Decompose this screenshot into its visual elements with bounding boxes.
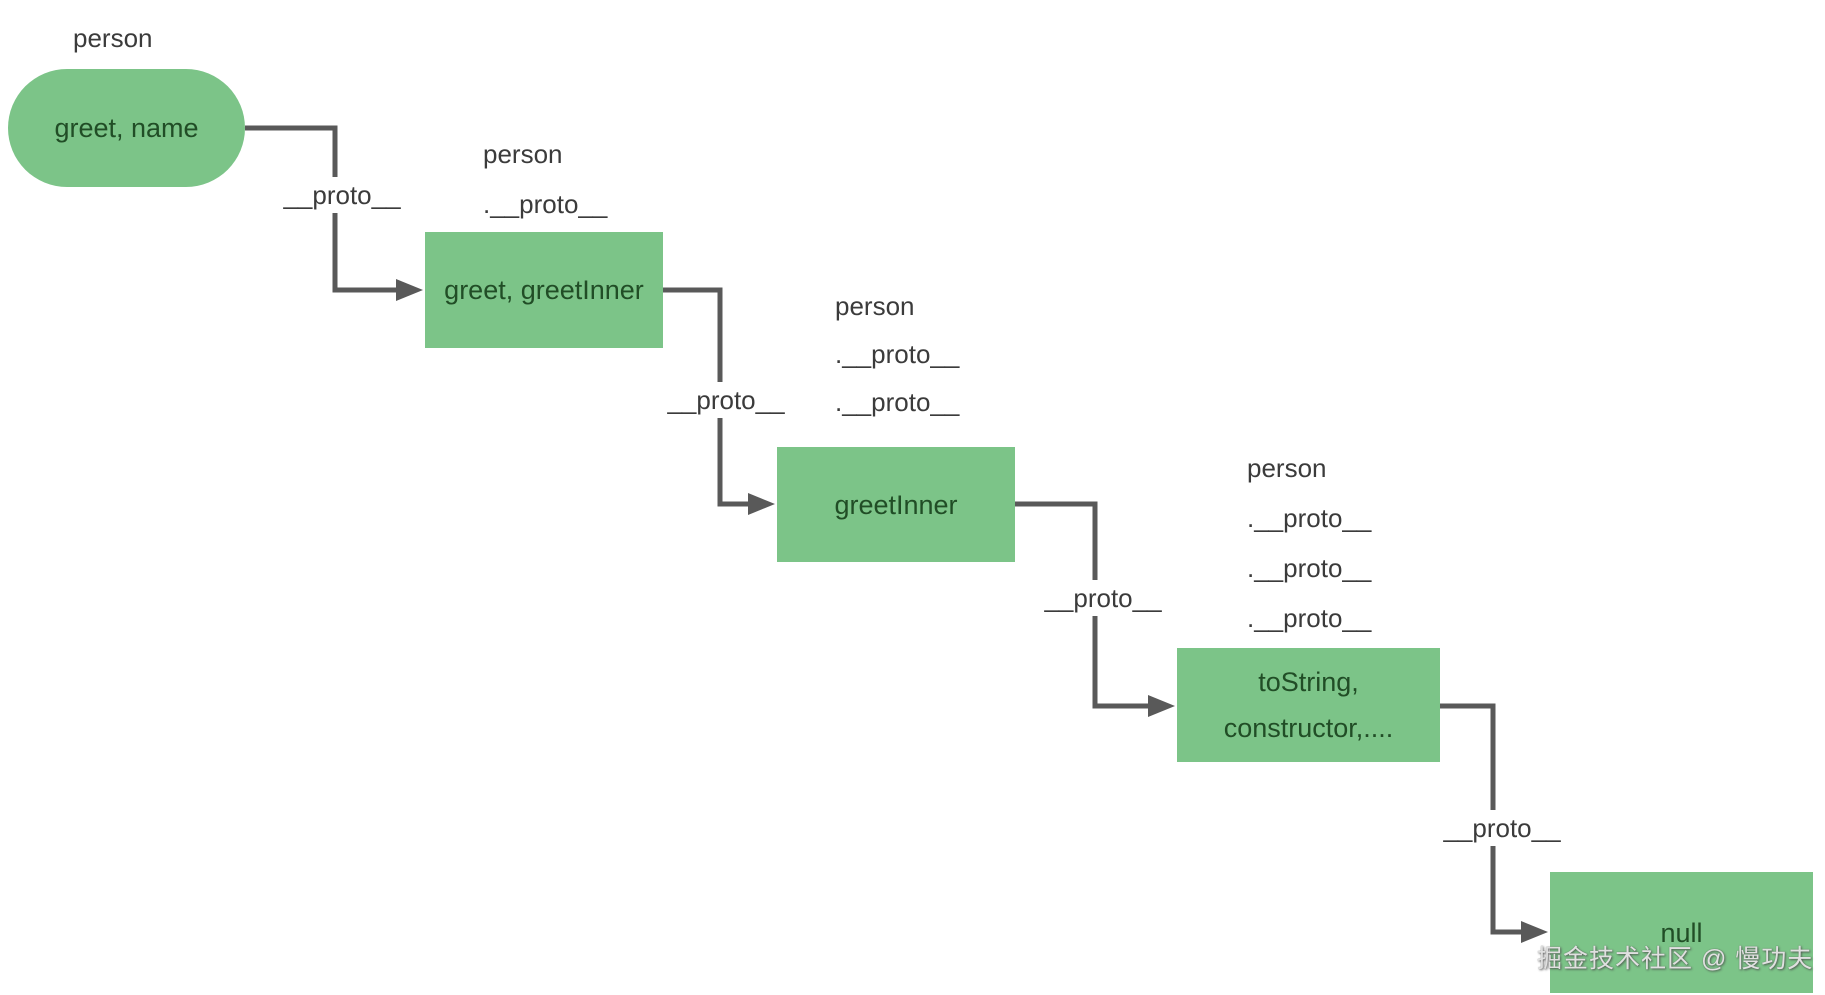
node-body-text: constructor,.... — [1223, 713, 1394, 743]
caption-person: person — [73, 13, 153, 63]
caption-line: .__proto__ — [1247, 603, 1372, 633]
node-body-text: greetInner — [834, 489, 958, 520]
caption-person-proto-proto: person .__proto__ .__proto__ — [835, 282, 959, 426]
node-body-text: toString, — [1258, 667, 1359, 697]
caption-line: .__proto__ — [835, 339, 960, 369]
caption-person-proto-proto-proto: person .__proto__ .__proto__ .__proto__ — [1247, 443, 1371, 643]
node-object-prototype: toString, constructor,.... — [1177, 648, 1440, 762]
node-person-proto: greet, greetInner — [425, 232, 663, 348]
proto-wire-label-4: __proto__ — [1435, 810, 1569, 846]
caption-person-proto: person .__proto__ — [483, 129, 607, 229]
caption-line: .__proto__ — [483, 189, 608, 219]
caption-line: person — [483, 139, 563, 169]
node-body-text: greet, name — [54, 113, 199, 143]
node-person-proto-proto: greetInner — [777, 447, 1015, 562]
caption-line: person — [835, 291, 915, 321]
proto-wire-label-2: __proto__ — [659, 382, 793, 418]
node-null: null — [1550, 872, 1813, 993]
caption-line: person — [1247, 453, 1327, 483]
node-person-object: greet, name — [8, 69, 245, 187]
proto-wire-label-1: __proto__ — [275, 177, 409, 213]
watermark: 掘金技术社区 @ 慢功夫 — [1537, 945, 1814, 973]
caption-line: person — [73, 23, 153, 53]
caption-line: .__proto__ — [1247, 553, 1372, 583]
caption-line: .__proto__ — [835, 387, 960, 417]
proto-wire-label-3: __proto__ — [1036, 580, 1170, 616]
node-body-text: greet, greetInner — [444, 275, 644, 305]
caption-line: .__proto__ — [1247, 503, 1372, 533]
node-body-text: null — [1660, 917, 1703, 948]
